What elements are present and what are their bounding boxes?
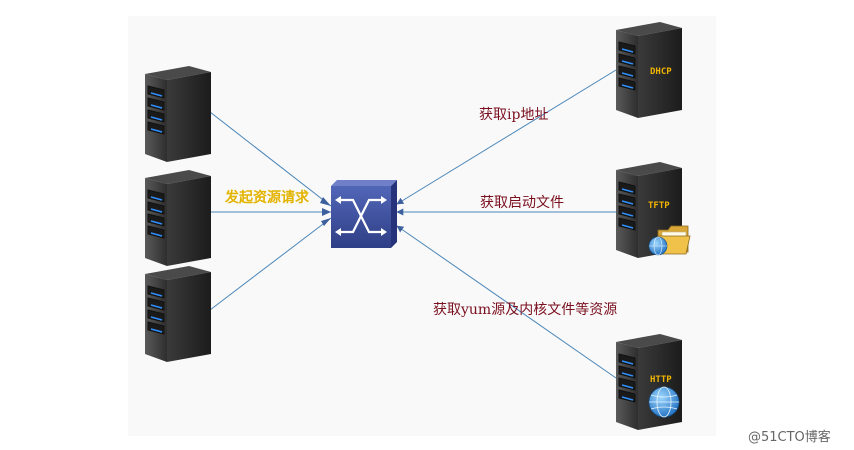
client-server-3 [144, 265, 212, 363]
server-icon [615, 333, 683, 431]
dhcp-tag: DHCP [650, 67, 672, 77]
switch-icon [331, 180, 397, 248]
server-icon [615, 21, 683, 119]
link-dhcp [396, 69, 617, 205]
server-icon [144, 265, 212, 363]
client-server-2 [144, 169, 212, 267]
http-server: HTTP [615, 333, 683, 431]
dhcp-server: DHCP [615, 21, 683, 119]
server-icon [144, 169, 212, 267]
link-client-1 [209, 111, 332, 207]
link-client-3 [209, 217, 332, 311]
client-server-1 [144, 65, 212, 163]
get-boot-file-label: 获取启动文件 [480, 195, 564, 211]
tftp-server: TFTP [615, 161, 691, 259]
globe-icon [648, 236, 668, 256]
request-label: 发起资源请求 [225, 190, 309, 206]
get-ip-label: 获取ip地址 [479, 107, 549, 123]
tftp-tag: TFTP [648, 201, 670, 211]
http-tag: HTTP [650, 375, 672, 385]
server-icon [144, 65, 212, 163]
watermark: @51CTO博客 [748, 430, 831, 445]
globe-icon [648, 386, 680, 418]
get-yum-label: 获取yum源及内核文件等资源 [433, 302, 618, 318]
link-http [396, 225, 617, 379]
